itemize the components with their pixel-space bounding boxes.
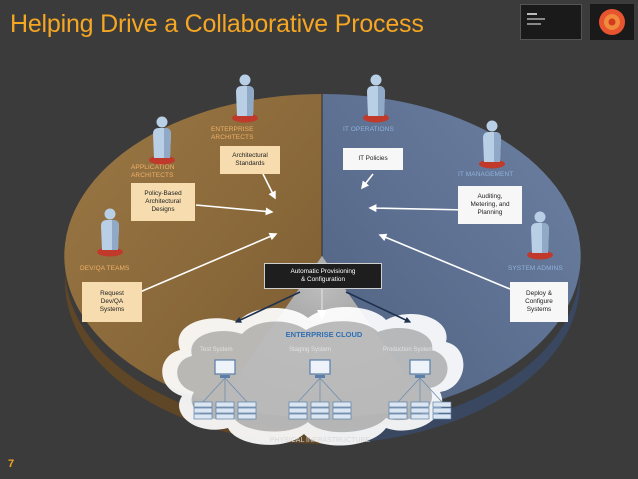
server-icon xyxy=(193,413,213,420)
role-label-line: ARCHITECTS xyxy=(211,134,254,141)
note-text-line: Architectural xyxy=(145,198,181,205)
page-number: 7 xyxy=(8,458,15,470)
server-icon xyxy=(215,407,235,414)
server-icon xyxy=(388,413,408,420)
note-it-policies: IT Policies xyxy=(343,148,403,170)
role-label-line: IT OPERATIONS xyxy=(343,126,394,133)
note-automatic-provisioning: Automatic Provisioning& Configuration xyxy=(264,263,382,289)
server-icon xyxy=(332,413,352,420)
company-logo xyxy=(520,4,582,40)
note-text-line: Deploy & xyxy=(526,290,552,297)
note-text-line: Standards xyxy=(235,160,265,167)
note-text-line: IT Policies xyxy=(358,155,388,162)
flow-arrow xyxy=(139,232,278,293)
person-icon xyxy=(363,74,389,123)
flow-arrow xyxy=(234,291,301,323)
person-icon xyxy=(232,74,258,123)
server-icon xyxy=(332,401,352,408)
server-icon xyxy=(237,413,257,420)
server-icon xyxy=(388,407,408,414)
note-text-line: Request xyxy=(100,290,124,297)
role-label-line: ENTERPRISE xyxy=(211,126,254,133)
note-text-line: Configure xyxy=(525,298,553,305)
server-icon xyxy=(193,401,213,408)
server-icon xyxy=(388,401,408,408)
role-label-line: DEV/QA TEAMS xyxy=(80,265,130,272)
brand-mark-icon xyxy=(590,4,634,40)
server-icon xyxy=(193,407,213,414)
note-text-line: Systems xyxy=(99,306,125,313)
server-icon xyxy=(432,413,452,420)
flow-arrow xyxy=(345,291,412,323)
server-icon xyxy=(215,401,235,408)
note-text-line: Designs xyxy=(151,206,175,213)
server-icon xyxy=(215,413,235,420)
role-dev-qa-teams: DEV/QA TEAMS xyxy=(80,265,129,273)
role-label-line: ARCHITECTS xyxy=(131,172,174,179)
note-text-line: Policy-Based xyxy=(144,190,182,197)
role-label-line: SYSTEM ADMINS xyxy=(508,265,563,272)
server-icon xyxy=(288,407,308,414)
server-icon xyxy=(237,407,257,414)
server-icon xyxy=(432,401,452,408)
staging-system-label: Staging System xyxy=(289,347,332,353)
flow-arrow xyxy=(378,233,511,290)
flow-arrow xyxy=(368,204,469,213)
note-text-line: Automatic Provisioning xyxy=(290,268,356,275)
server-icon xyxy=(410,407,430,414)
server-icon xyxy=(310,407,330,414)
test-system-label: Test System xyxy=(200,347,233,353)
flow-arrow xyxy=(261,171,276,200)
note-text-line: Systems xyxy=(526,306,552,313)
role-system-admins: SYSTEM ADMINS xyxy=(508,265,563,273)
role-it-management: IT MANAGEMENT xyxy=(458,171,513,179)
enterprise-cloud-title: ENTERPRISE CLOUD xyxy=(285,330,363,339)
flow-arrow xyxy=(361,173,374,190)
production-system-label: Production System xyxy=(383,347,434,353)
note-text-line: Metering, and xyxy=(470,201,510,208)
server-icon xyxy=(332,407,352,414)
role-label-line: IT MANAGEMENT xyxy=(458,171,514,178)
person-icon xyxy=(97,208,123,257)
slide-title: Helping Drive a Collaborative Process xyxy=(10,10,424,38)
flow-arrow xyxy=(195,204,274,216)
server-icon xyxy=(310,413,330,420)
server-icon xyxy=(410,401,430,408)
note-text-line: & Configuration xyxy=(300,276,346,283)
server-icon xyxy=(410,413,430,420)
person-icon xyxy=(479,120,505,169)
physical-infrastructure-label: PHYSICAL INFRASTRUCTURE xyxy=(269,437,371,444)
role-label-line: APPLICATION xyxy=(131,164,175,171)
person-icon xyxy=(149,116,175,165)
server-icon xyxy=(310,401,330,408)
system-stack-icon xyxy=(388,359,452,420)
server-icon xyxy=(432,407,452,414)
server-icon xyxy=(288,401,308,408)
system-stack-icon xyxy=(288,359,352,420)
server-icon xyxy=(237,401,257,408)
role-it-operations: IT OPERATIONS xyxy=(343,126,394,134)
person-icon xyxy=(527,211,553,260)
note-text-line: Architectural xyxy=(232,152,268,159)
note-text-line: Auditing, xyxy=(477,193,503,200)
note-text-line: Dev/QA xyxy=(100,298,124,305)
system-stack-icon xyxy=(193,359,257,420)
note-text-line: Planning xyxy=(477,209,503,216)
server-icon xyxy=(288,413,308,420)
